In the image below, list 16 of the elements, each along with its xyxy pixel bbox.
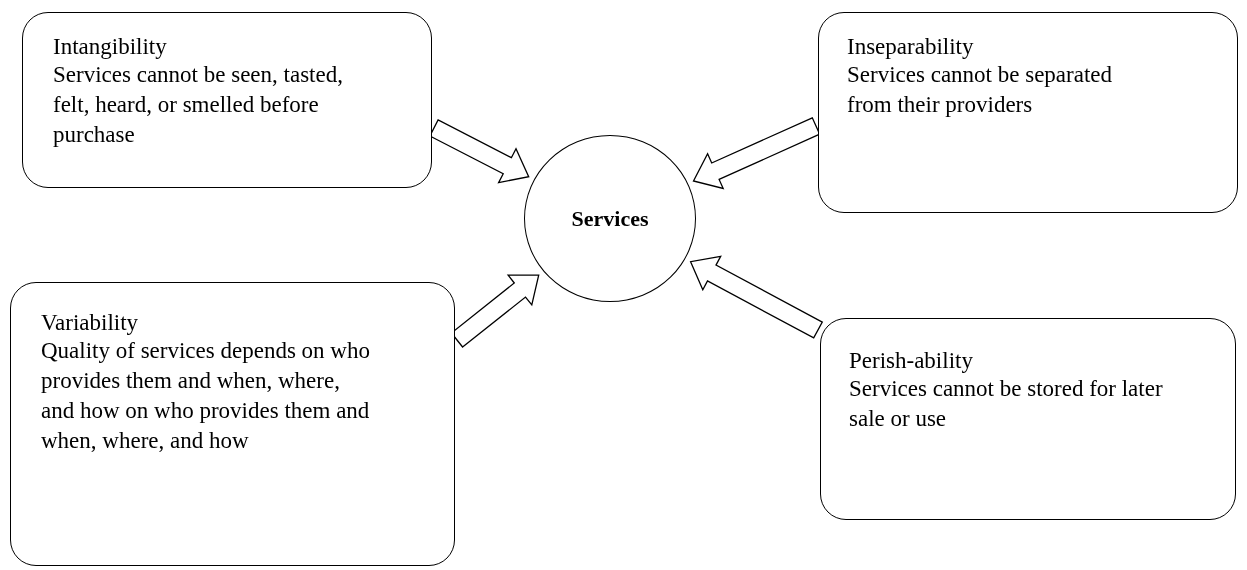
- center-label: Services: [571, 205, 649, 232]
- box-description: Quality of services depends on who provides them and when, where, and how on who provides them and when, where, and how: [41, 337, 371, 455]
- box-description: Services cannot be separated from their providers: [847, 61, 1114, 119]
- box-description: Services cannot be stored for later sale or use: [849, 375, 1164, 433]
- characteristic-box: [820, 318, 1236, 520]
- box-heading: Variability: [41, 309, 139, 336]
- characteristic-box: [818, 12, 1238, 213]
- box-description: Services cannot be seen, tasted, felt, heard, or smelled before purchase: [53, 61, 344, 149]
- block-arrow: [689, 255, 824, 339]
- box-heading: Inseparability: [847, 33, 974, 60]
- block-arrow: [429, 119, 530, 184]
- box-heading: Perish-ability: [849, 347, 973, 374]
- box-heading: Intangibility: [53, 33, 167, 60]
- characteristic-box: [10, 282, 455, 566]
- characteristic-box: [22, 12, 432, 188]
- block-arrow: [692, 116, 821, 190]
